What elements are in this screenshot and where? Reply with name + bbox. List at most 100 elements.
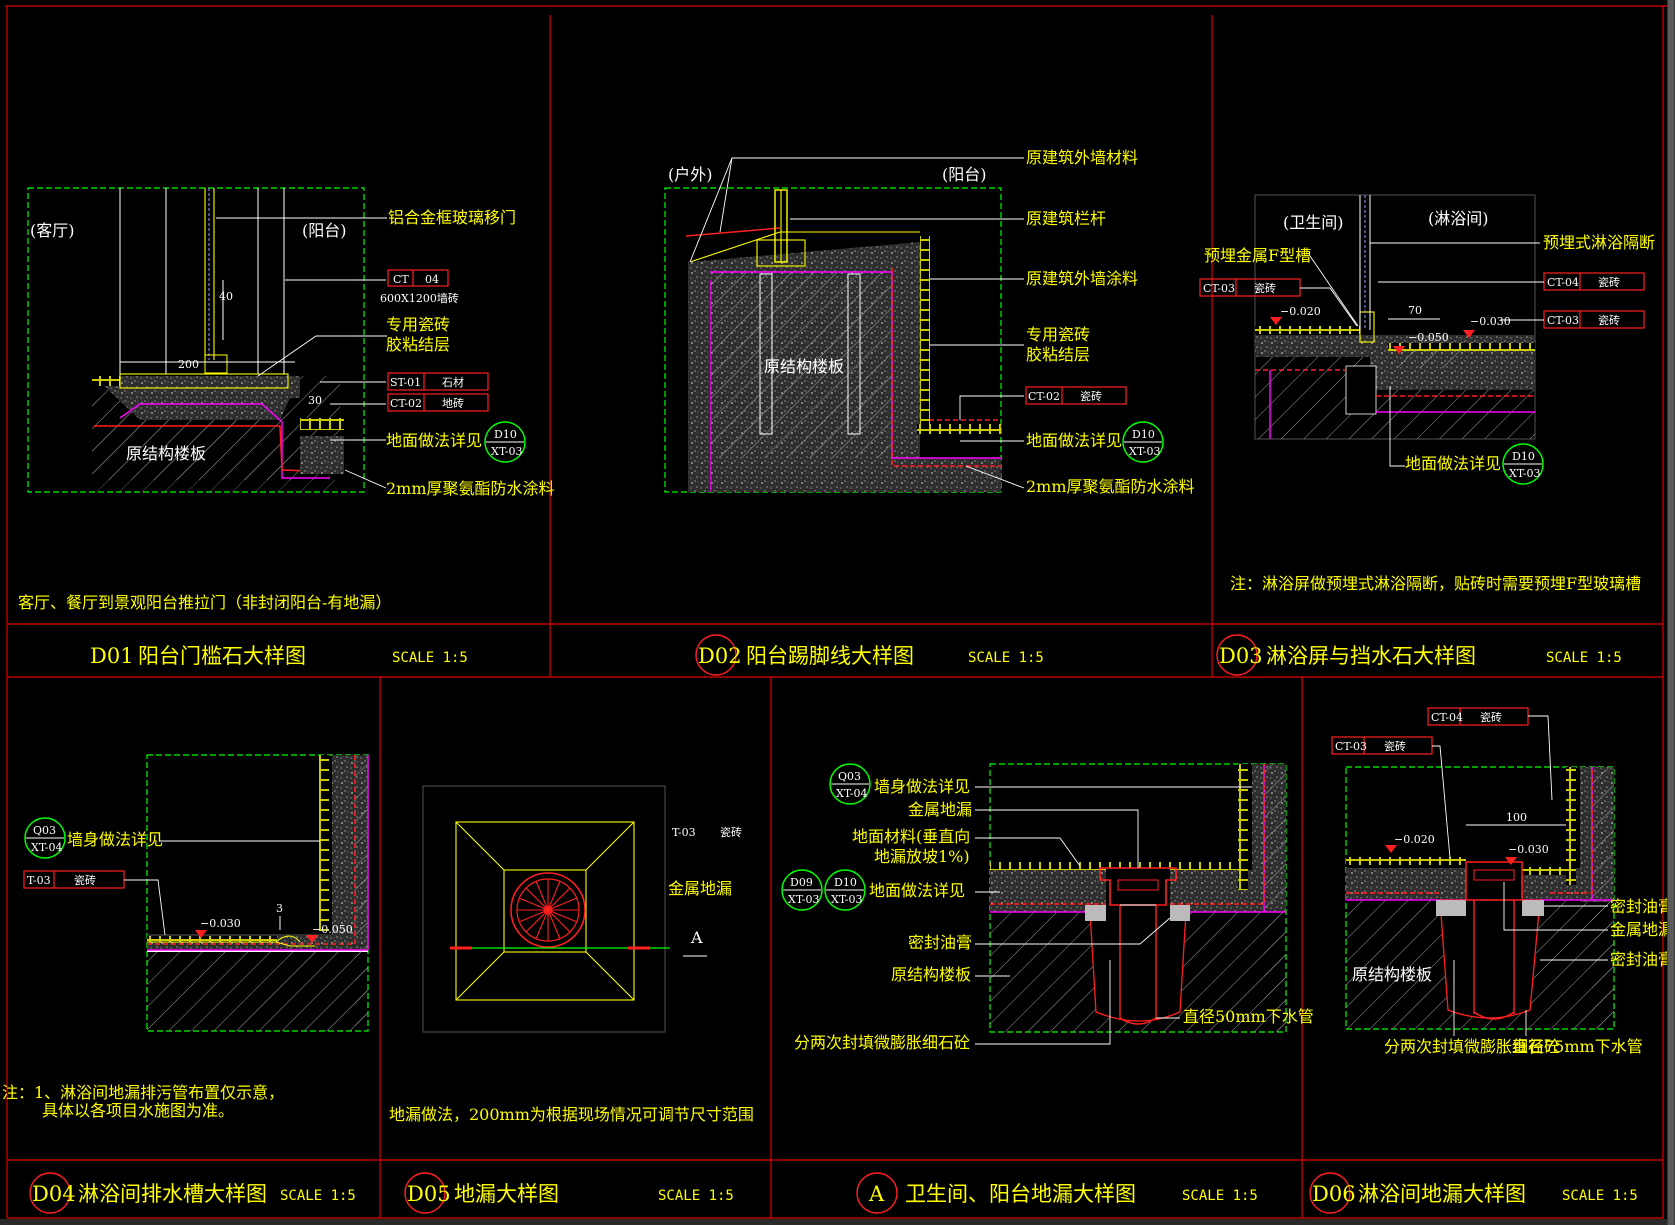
- label-linyujian: (淋浴间): [1428, 209, 1489, 228]
- note-d04b: 具体以各项目水施图为准。: [42, 1101, 234, 1120]
- label-yangtai-d02: (阳台): [942, 165, 987, 184]
- label-fangshui-d02: 2mm厚聚氨酯防水涂料: [1026, 477, 1195, 496]
- label-fenliang-d06: 分两次封填微膨胀细石砼: [1384, 1037, 1560, 1056]
- elev-050-d03: −0.050: [1408, 331, 1449, 344]
- detail-a: Q03 XT-04 墙身做法详见 金属地漏 地面材料(垂直向 地漏放坡1%) D…: [781, 763, 1314, 1052]
- label-lvhejin: 铝合金框玻璃移门: [388, 208, 516, 227]
- dim-100: 100: [1506, 811, 1527, 824]
- label-cizhuan-d06b: 瓷砖: [1480, 710, 1502, 724]
- elev-030-d03: −0.030: [1470, 315, 1511, 328]
- scrollbar-thumb[interactable]: [1668, 0, 1674, 1225]
- note-d01: 客厅、餐厅到景观阳台推拉门（非封闭阳台-有地漏）: [18, 593, 391, 612]
- title-a: A 卫生间、阳台地漏大样图 SCALE 1:5: [856, 1172, 1258, 1214]
- title-d02: D02 阳台踢脚线大样图 SCALE 1:5: [695, 634, 1044, 676]
- code-xt03-d03: XT-03: [1509, 467, 1540, 480]
- elev-020-d03: −0.020: [1280, 305, 1321, 318]
- label-cizhuan-d04: 瓷砖: [74, 873, 96, 887]
- horizontal-scrollbar[interactable]: [0, 1219, 1667, 1225]
- code-ct03-d06: CT-03: [1335, 740, 1367, 753]
- label-dimian-d02: 地面做法详见: [1026, 431, 1122, 450]
- title-d01-code: D01: [90, 644, 134, 668]
- code-d09: D09: [790, 876, 813, 889]
- title-d02-scale: SCALE 1:5: [968, 650, 1044, 666]
- label-cizhuan-d05: 瓷砖: [720, 825, 742, 839]
- code-d10-a: D10: [834, 876, 857, 889]
- label-yuanjiegou-d02: 原结构楼板: [764, 357, 844, 376]
- label-dimian: 地面做法详见: [386, 431, 482, 450]
- code-xt03-a1: XT-03: [788, 893, 819, 906]
- label-zhijing75: 直径75mm下水管: [1512, 1037, 1643, 1056]
- label-waiqiang: 原建筑外墙材料: [1026, 148, 1138, 167]
- label-dimiancailiao1: 地面材料(垂直向: [852, 827, 970, 846]
- title-d04-code: D04: [32, 1182, 76, 1206]
- label-dimian-d03: 地面做法详见: [1405, 454, 1501, 473]
- label-mifeng-d06a: 密封油膏: [1610, 897, 1674, 916]
- code-xt04-a: XT-04: [836, 787, 867, 800]
- label-yumaishi: 预埋式淋浴隔断: [1543, 233, 1655, 252]
- label-yuanjiegou-a: 原结构楼板: [891, 965, 971, 984]
- label-zhijing50: 直径50mm下水管: [1183, 1007, 1314, 1026]
- label-zhuanyong1: 专用瓷砖: [386, 315, 450, 334]
- label-dimian-a: 地面做法详见: [869, 881, 965, 900]
- label-cizhuan-size: 600X1200墙砖: [380, 291, 459, 305]
- title-d05-name: 地漏大样图: [454, 1182, 559, 1206]
- title-a-scale: SCALE 1:5: [1182, 1188, 1258, 1204]
- title-d01: D01 阳台门槛石大样图 SCALE 1:5: [90, 644, 468, 668]
- title-d04-scale: SCALE 1:5: [280, 1188, 356, 1204]
- code-ct03-d03: CT-03: [1203, 282, 1235, 295]
- dim-3: 3: [276, 902, 283, 915]
- detail-d03: −0.020 −0.030 −0.050 70 (卫生间) (淋浴间) 预埋金属…: [1199, 194, 1655, 593]
- label-cizhuan-d02: 瓷砖: [1080, 389, 1102, 403]
- title-d06-scale: SCALE 1:5: [1562, 1188, 1638, 1204]
- label-qiangshen-d04: 墙身做法详见: [67, 830, 163, 849]
- note-d03: 注：淋浴屏做预埋式淋浴隔断，贴砖时需要预埋F型玻璃槽: [1230, 574, 1641, 593]
- code-xt04-d04: XT-04: [31, 841, 62, 854]
- code-d10: D10: [494, 428, 517, 441]
- title-d04: D04 淋浴间排水槽大样图 SCALE 1:5: [29, 1172, 356, 1214]
- label-fangshui: 2mm厚聚氨酯防水涂料: [386, 479, 555, 498]
- code-q03-d04: Q03: [33, 824, 56, 837]
- title-d02-name: 阳台踢脚线大样图: [746, 644, 914, 668]
- title-d05-scale: SCALE 1:5: [658, 1188, 734, 1204]
- label-qiangshen-a: 墙身做法详见: [874, 777, 970, 796]
- code-ct02: CT-02: [390, 397, 422, 410]
- elev-030-d04: −0.030: [200, 917, 241, 930]
- detail-d04: −0.030 −0.050 3 Q03 XT-04 墙身做法详见 T-03 瓷砖…: [2, 754, 369, 1120]
- label-mifeng-a: 密封油膏: [908, 933, 972, 952]
- label-cizhuan-d03c: 瓷砖: [1598, 313, 1620, 327]
- label-yangtai: (阳台): [302, 221, 347, 240]
- label-cizhuan-d03b: 瓷砖: [1598, 275, 1620, 289]
- vertical-scrollbar[interactable]: [1667, 0, 1675, 1225]
- elev-030-d06: −0.030: [1508, 843, 1549, 856]
- label-cizhuan-d06a: 瓷砖: [1384, 739, 1406, 753]
- detail-d02: (户外) (阳台) 原结构楼板 原建筑外墙材料 原建筑栏杆 原建筑外墙涂料 专用…: [664, 148, 1195, 496]
- detail-d05: T-03 瓷砖 金属地漏 A 地漏做法，200mm为根据现场情况可调节尺寸范围: [389, 785, 754, 1124]
- label-mifeng-d06b: 密封油膏: [1610, 950, 1674, 969]
- elev-050-d04: −0.050: [312, 923, 353, 936]
- sheet-frame: [5, 5, 1667, 1219]
- label-dimiancailiao2: 地漏放坡1%): [874, 847, 970, 866]
- code-t03-d05: T-03: [672, 826, 696, 839]
- code-ct04-d03: CT-04: [1547, 276, 1579, 289]
- title-d06: D06 淋浴间地漏大样图 SCALE 1:5: [1309, 1172, 1638, 1214]
- dim-30: 30: [308, 394, 322, 407]
- title-d03-name: 淋浴屏与挡水石大样图: [1266, 644, 1476, 668]
- label-cizhuan-d03a: 瓷砖: [1254, 281, 1276, 295]
- title-d03-code: D03: [1219, 644, 1263, 668]
- title-d04-name: 淋浴间排水槽大样图: [78, 1182, 267, 1206]
- code-xt03-a2: XT-03: [831, 893, 862, 906]
- title-d03: D03 淋浴屏与挡水石大样图 SCALE 1:5: [1216, 634, 1622, 676]
- title-d03-scale: SCALE 1:5: [1546, 650, 1622, 666]
- label-jinshu-d06: 金属地漏: [1610, 920, 1674, 939]
- label-huwai: (户外): [668, 165, 713, 184]
- title-a-code: A: [868, 1182, 885, 1206]
- code-xt03-d02: XT-03: [1129, 445, 1160, 458]
- title-d02-code: D02: [698, 644, 742, 668]
- code-ct02-d02: CT-02: [1028, 390, 1060, 403]
- label-langan: 原建筑栏杆: [1026, 209, 1106, 228]
- dim-40: 40: [219, 290, 233, 303]
- code-ct03-d03b: CT-03: [1547, 314, 1579, 327]
- code-t03-d04: T-03: [27, 874, 51, 887]
- code-d10-d02: D10: [1132, 428, 1155, 441]
- label-dizhuan: 地砖: [442, 396, 464, 410]
